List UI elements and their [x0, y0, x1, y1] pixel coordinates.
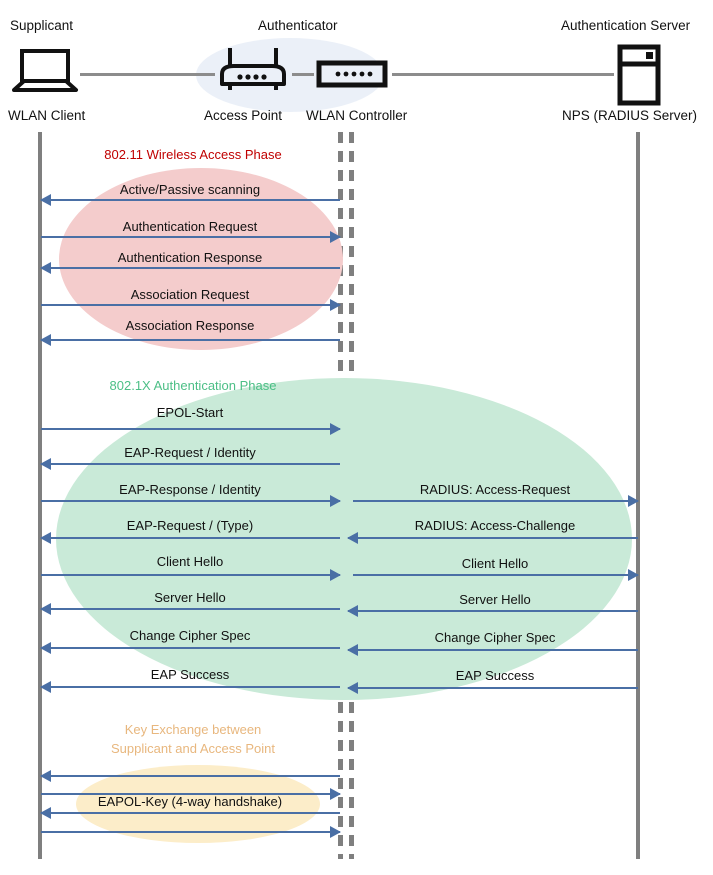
message-label-right: RADIUS: Access-Challenge: [414, 518, 576, 533]
message-label: Client Hello: [156, 554, 224, 569]
message-arrow: [40, 458, 340, 470]
message-label: EAP-Response / Identity: [119, 482, 261, 497]
actor-caption-access-point: Access Point: [204, 108, 283, 123]
message-label: Association Response: [125, 318, 255, 333]
server-icon: [617, 44, 661, 111]
actor-caption-nps-radius-server: NPS (RADIUS Server): [562, 108, 698, 123]
message-label-right: Change Cipher Spec: [434, 630, 556, 645]
message-arrow: [41, 826, 341, 838]
message-arrow: [40, 532, 340, 544]
message-arrow: [41, 495, 341, 507]
message-label-right: RADIUS: Access-Request: [419, 482, 571, 497]
message-label: Association Request: [130, 287, 250, 302]
message-arrow: [41, 231, 341, 243]
laptop-icon: [10, 48, 80, 99]
message-arrow-right: [347, 605, 638, 617]
phase-title-8021x: 802.1X Authentication Phase: [109, 378, 277, 393]
message-label: EAP-Request / Identity: [124, 445, 256, 460]
message-label: Authentication Response: [117, 250, 263, 265]
message-label: EPOL-Start: [156, 405, 224, 420]
message-label-right: EAP Success: [455, 668, 535, 683]
wire-ap-to-controller: [292, 73, 314, 76]
actor-caption-wlan-client: WLAN Client: [8, 108, 86, 123]
message-label: Server Hello: [154, 590, 226, 605]
message-arrow: [40, 194, 340, 206]
message-arrow: [40, 681, 340, 693]
message-arrow: [40, 770, 340, 782]
message-label-right: Client Hello: [461, 556, 529, 571]
phase-highlight-key-exchange: [76, 765, 320, 843]
message-arrow: [41, 569, 341, 581]
wire-controller-to-server: [392, 73, 614, 76]
message-label: EAPOL-Key (4-way handshake): [97, 794, 283, 809]
actor-role-authentication-server: Authentication Server: [561, 18, 691, 33]
message-arrow-right: [347, 682, 638, 694]
message-label: EAP-Request / (Type): [126, 518, 254, 533]
message-label: Change Cipher Spec: [129, 628, 251, 643]
actor-caption-wlan-controller: WLAN Controller: [306, 108, 408, 123]
wireless-router-icon: [214, 44, 292, 99]
message-label: Authentication Request: [122, 219, 258, 234]
message-label-right: Server Hello: [459, 592, 531, 607]
actor-role-supplicant: Supplicant: [10, 18, 74, 33]
message-arrow: [41, 423, 341, 435]
network-switch-icon: [316, 60, 388, 93]
lifeline-supplicant: [38, 132, 42, 859]
message-arrow: [40, 262, 340, 274]
message-label: Active/Passive scanning: [119, 182, 261, 197]
message-arrow: [40, 642, 340, 654]
message-label: EAP Success: [150, 667, 230, 682]
message-arrow-right: [347, 644, 638, 656]
message-arrow: [40, 807, 340, 819]
phase-title-key-exchange: Key Exchange between Supplicant and Acce…: [110, 722, 276, 756]
actor-role-authenticator: Authenticator: [258, 18, 338, 33]
message-arrow: [40, 334, 340, 346]
phase-title-80211: 802.11 Wireless Access Phase: [104, 147, 282, 162]
message-arrow: [40, 603, 340, 615]
phase-highlight-8021x: [56, 378, 632, 700]
message-arrow: [41, 299, 341, 311]
wire-client-to-ap: [80, 73, 215, 76]
phase-highlight-80211: [59, 168, 343, 350]
message-arrow-right: [353, 569, 639, 581]
message-arrow-right: [347, 532, 638, 544]
message-arrow-right: [353, 495, 639, 507]
message-arrow: [41, 788, 341, 800]
